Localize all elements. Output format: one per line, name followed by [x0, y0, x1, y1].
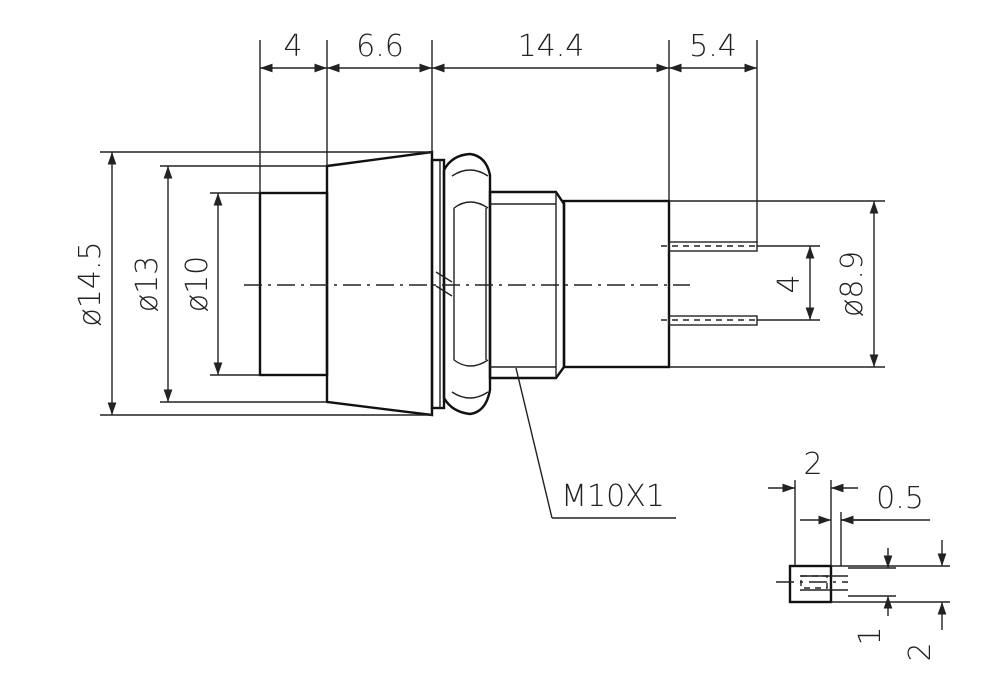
dim-dia-cap: ø10	[180, 256, 215, 313]
pin-section	[788, 564, 833, 604]
dim-length-body: 14.4	[518, 29, 585, 64]
top-dimensions: 4 6.6 14.4 5.4	[259, 29, 758, 242]
switch-body-outline	[244, 150, 758, 417]
rear-housing	[562, 199, 671, 369]
detail-height: 2	[903, 642, 938, 661]
detail-width: 2	[803, 447, 822, 482]
right-dimensions: 4 ø8.9	[669, 200, 885, 368]
dim-dia-outer: ø14.5	[73, 241, 108, 326]
button-cap	[258, 191, 329, 377]
left-dimensions: ø14.5 ø13 ø10	[73, 151, 432, 416]
thread-callout: M10X1	[515, 367, 676, 519]
detail-slot-height: 1	[853, 626, 888, 645]
hex-nut	[442, 152, 492, 416]
collar	[430, 158, 446, 410]
dim-dia-body: ø8.9	[835, 251, 870, 317]
dim-thread: M10X1	[561, 479, 665, 514]
dim-length-bezel: 6.6	[356, 29, 404, 64]
dim-pin-spacing: 4	[772, 274, 807, 293]
pin-detail: 2 0.5 1 2	[768, 447, 950, 662]
bezel	[325, 150, 434, 417]
dim-length-cap: 4	[283, 29, 302, 64]
detail-inner: 0.5	[876, 481, 924, 516]
dim-dia-bezel: ø13	[130, 256, 165, 313]
dim-length-pins: 5.4	[689, 29, 737, 64]
